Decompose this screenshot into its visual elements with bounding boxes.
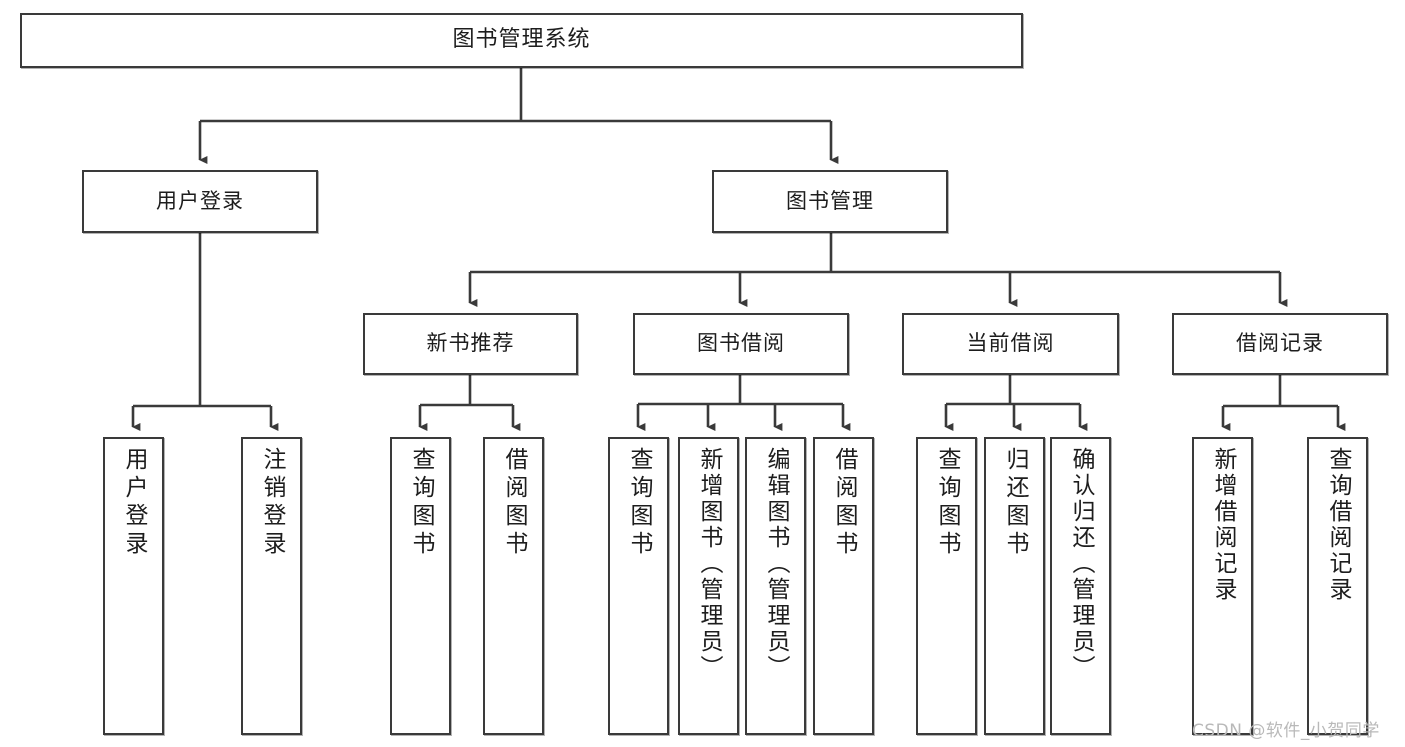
node-label: 编辑图书（管理员） — [763, 447, 789, 681]
node-label: 查询图书 — [408, 447, 434, 559]
leaf-book-borrow-add-book-admin[interactable]: 新增图书（管理员） — [678, 437, 739, 735]
node-label: 借阅图书 — [501, 447, 527, 559]
node-label: 当前借阅 — [966, 331, 1055, 356]
node-label: 借阅记录 — [1236, 331, 1324, 356]
node-label: 借阅图书 — [831, 447, 857, 559]
node-label: 用户登录 — [121, 447, 147, 559]
node-book-borrow[interactable]: 图书借阅 — [633, 313, 849, 375]
leaf-current-borrow-confirm-return-admin[interactable]: 确认归还（管理员） — [1050, 437, 1111, 735]
leaf-new-book-borrow-book[interactable]: 借阅图书 — [483, 437, 544, 735]
node-label: 查询借阅记录 — [1325, 447, 1351, 603]
leaf-user-login-logout[interactable]: 注销登录 — [241, 437, 302, 735]
node-book-management[interactable]: 图书管理 — [712, 170, 948, 233]
node-label: 新增借阅记录 — [1210, 447, 1236, 603]
leaf-book-borrow-query-book[interactable]: 查询图书 — [608, 437, 669, 735]
node-root-book-management-system[interactable]: 图书管理系统 — [20, 13, 1023, 68]
node-borrow-record[interactable]: 借阅记录 — [1172, 313, 1388, 375]
leaf-user-login-login[interactable]: 用户登录 — [103, 437, 164, 735]
node-label: 图书管理 — [786, 188, 874, 213]
leaf-current-borrow-query-book[interactable]: 查询图书 — [916, 437, 977, 735]
node-label: 图书借阅 — [697, 331, 785, 356]
node-label: 用户登录 — [156, 188, 244, 213]
leaf-book-borrow-edit-book-admin[interactable]: 编辑图书（管理员） — [745, 437, 806, 735]
csdn-watermark: CSDN @软件_小贺同学 — [1192, 721, 1380, 741]
node-label: 归还图书 — [1002, 447, 1028, 559]
leaf-borrow-record-query-record[interactable]: 查询借阅记录 — [1307, 437, 1368, 735]
leaf-borrow-record-add-record[interactable]: 新增借阅记录 — [1192, 437, 1253, 735]
node-current-borrow[interactable]: 当前借阅 — [902, 313, 1119, 375]
node-label: 新增图书（管理员） — [696, 447, 722, 681]
node-label: 查询图书 — [626, 447, 652, 559]
leaf-book-borrow-borrow-book[interactable]: 借阅图书 — [813, 437, 874, 735]
node-user-login[interactable]: 用户登录 — [82, 170, 318, 233]
node-label: 查询图书 — [934, 447, 960, 559]
node-label: 确认归还（管理员） — [1068, 447, 1094, 681]
leaf-current-borrow-return-book[interactable]: 归还图书 — [984, 437, 1045, 735]
leaf-new-book-query-book[interactable]: 查询图书 — [390, 437, 451, 735]
node-label: 图书管理系统 — [452, 27, 591, 53]
node-label: 注销登录 — [259, 447, 285, 559]
node-new-book-recommend[interactable]: 新书推荐 — [363, 313, 578, 375]
node-label: 新书推荐 — [426, 331, 515, 356]
